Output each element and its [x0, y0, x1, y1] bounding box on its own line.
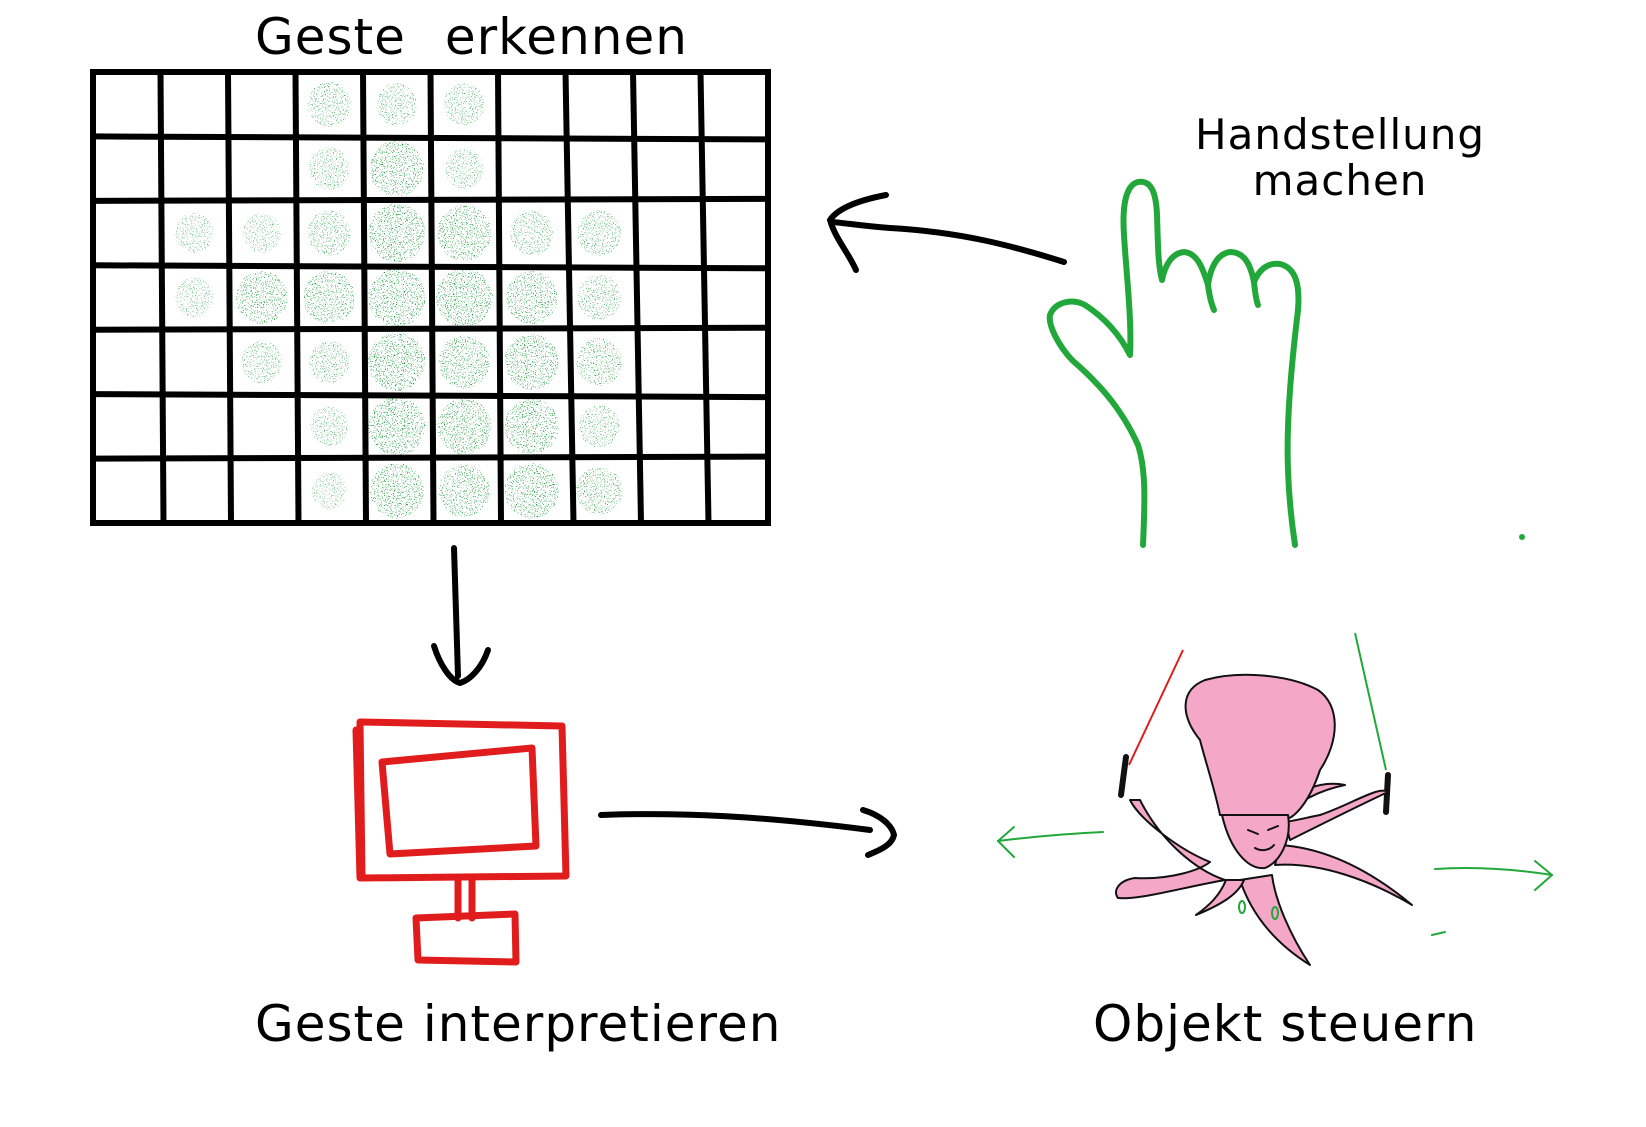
- heat-blob: [369, 140, 424, 197]
- grid-column-line: [697, 69, 712, 526]
- label-recognize-gesture: Geste erkennen: [255, 8, 688, 66]
- heat-blob: [368, 268, 426, 327]
- label-make-hand-pose: Handstellung machen: [1195, 112, 1485, 204]
- heat-blob: [579, 405, 620, 448]
- heat-blob: [437, 398, 492, 455]
- arrow-grid-to-monitor: [431, 545, 491, 686]
- grid-column-line: [360, 69, 369, 526]
- label-hand-line2: machen: [1252, 156, 1428, 205]
- grid-column-line: [292, 69, 302, 526]
- heat-blob: [438, 335, 490, 389]
- grid-row-line: [90, 195, 771, 204]
- label-control-object: Objekt steuern: [1093, 995, 1478, 1053]
- heat-blob: [376, 82, 417, 126]
- heat-blob: [577, 210, 621, 256]
- grid-lines: [90, 69, 771, 526]
- heat-blob: [576, 338, 623, 386]
- grid-column-line: [427, 69, 437, 526]
- grid-row-line: [90, 262, 771, 272]
- label-interpret-gesture: Geste interpretieren: [255, 995, 782, 1053]
- arrow-monitor-to-object: [598, 807, 897, 858]
- heat-blob: [437, 205, 492, 261]
- string-right: [1354, 632, 1387, 771]
- heat-blob: [506, 271, 558, 324]
- heat-blob: [311, 472, 347, 510]
- heat-blob: [504, 398, 559, 455]
- heat-blobs: [175, 81, 623, 519]
- arrow-hand-to-grid: [827, 192, 1067, 273]
- motion-arrow-left: [996, 826, 1104, 858]
- hand-icon: [1046, 178, 1302, 548]
- heat-blob: [307, 210, 351, 256]
- grid-column-line: [225, 69, 234, 526]
- grid-row-line: [90, 391, 771, 401]
- heat-blob: [435, 268, 493, 327]
- grid-row-line: [90, 453, 771, 462]
- heat-blob: [445, 148, 484, 189]
- heat-blob: [309, 340, 350, 384]
- heat-blob: [368, 332, 426, 391]
- heat-blob: [438, 464, 490, 518]
- heat-blob: [577, 274, 621, 321]
- label-hand-line1: Handstellung: [1195, 110, 1486, 159]
- heat-blob: [175, 213, 214, 254]
- grid-column-line: [495, 69, 504, 526]
- heat-blob: [369, 463, 424, 519]
- string-left: [1128, 649, 1184, 766]
- stray-dot: [1519, 534, 1525, 540]
- grid-row-line: [90, 324, 771, 333]
- octopus-icon: [1115, 632, 1413, 966]
- heat-blob: [368, 397, 426, 456]
- heat-blob: [576, 466, 623, 515]
- grid-row-line: [90, 133, 771, 143]
- motion-arrow-right: [1431, 860, 1554, 936]
- heat-blob: [504, 463, 559, 519]
- heat-blob: [368, 204, 426, 263]
- heat-blob: [236, 271, 288, 324]
- heat-blob: [504, 334, 559, 390]
- grid-column-line: [157, 69, 167, 526]
- sensor-grid: [90, 69, 771, 526]
- heat-blob: [241, 340, 282, 384]
- heat-blob: [309, 147, 350, 190]
- heat-blob: [175, 277, 214, 318]
- heat-blob: [242, 213, 281, 254]
- heat-blob: [310, 406, 349, 447]
- heat-blob: [444, 82, 485, 126]
- heat-blob: [307, 81, 351, 127]
- monitor-icon: [352, 718, 570, 966]
- heat-blob: [510, 210, 554, 256]
- heat-blob: [303, 271, 355, 324]
- grid-column-line: [630, 69, 644, 526]
- grid-column-line: [562, 69, 577, 526]
